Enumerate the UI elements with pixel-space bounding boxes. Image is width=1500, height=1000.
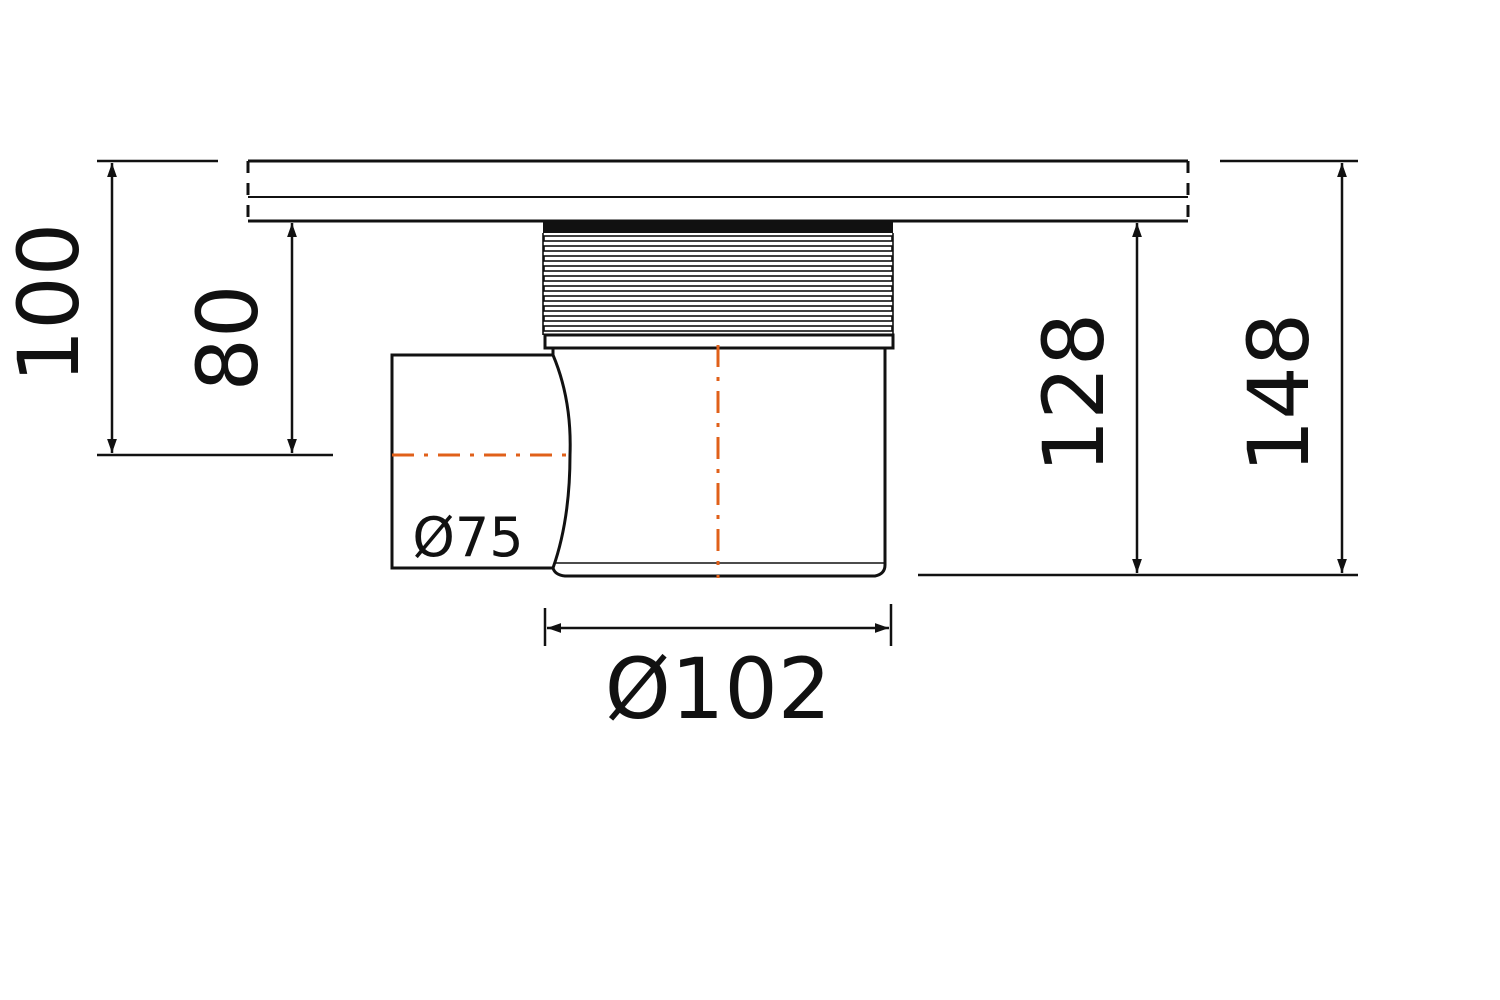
thread-ridge (543, 285, 893, 292)
thread-ridge (543, 315, 893, 322)
label-100: 100 (0, 223, 98, 383)
body (551, 348, 887, 578)
centerlines (392, 345, 720, 578)
label-80: 80 (179, 285, 277, 392)
label-148: 148 (1230, 313, 1328, 473)
cover-plate (246, 159, 1190, 223)
thread-ridge (543, 325, 893, 332)
label-diameter-102: Ø102 (605, 640, 831, 738)
threaded-section (542, 221, 894, 335)
label-128: 128 (1025, 313, 1123, 473)
thread-ridge (543, 265, 893, 272)
dimension-lines (97, 159, 1358, 646)
outlet-pipe (390, 353, 553, 570)
thread-ridge (543, 305, 893, 312)
thread-ridge (543, 235, 893, 242)
label-diameter-75: Ø75 (412, 506, 523, 569)
thread-ridge (543, 275, 893, 282)
thread-ridge (543, 245, 893, 252)
thread-ridge (543, 255, 893, 262)
thread-ridge (543, 295, 893, 302)
